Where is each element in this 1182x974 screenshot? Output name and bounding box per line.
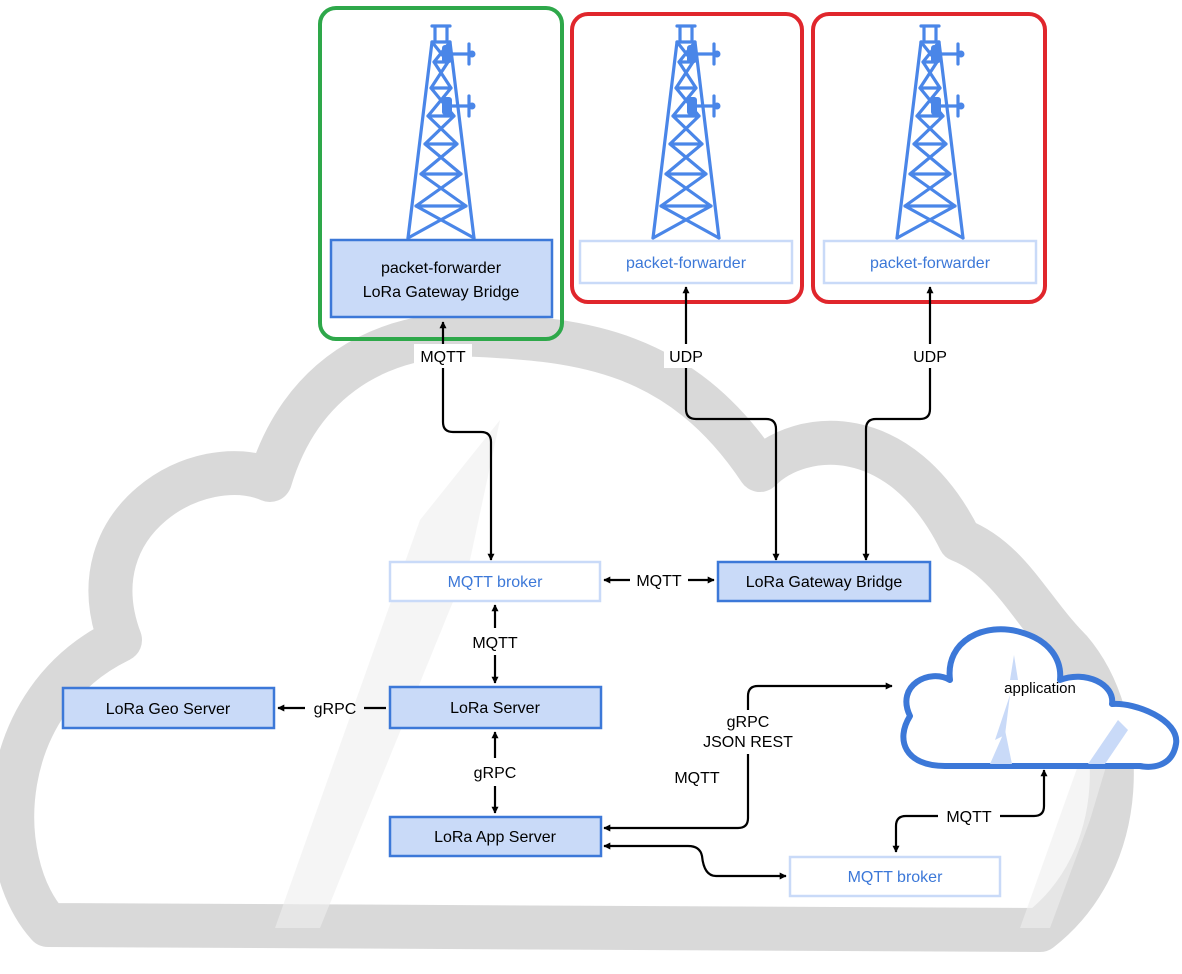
lora-server-box xyxy=(388,685,603,730)
application-label: application xyxy=(1004,680,1076,697)
udp-link-label: UDP xyxy=(669,349,703,366)
app-broker-link-line xyxy=(603,842,787,880)
lora-geo-server-box xyxy=(61,686,276,730)
packet-forwarder-box xyxy=(578,239,794,285)
lora-app-server-box xyxy=(388,815,603,858)
lora-gateway-bridge-box xyxy=(716,560,932,603)
mqtt-broker-box xyxy=(788,855,1002,898)
udp-link-line xyxy=(682,286,780,561)
packet-forwarder-box xyxy=(822,239,1038,285)
gateway-box-line1: packet-forwarder xyxy=(381,260,502,277)
lattice-tower-icon xyxy=(651,24,722,240)
mqtt-link-line xyxy=(439,321,495,561)
app-broker-label: MQTT xyxy=(674,770,720,787)
lora-server-label: LoRa Server xyxy=(450,700,540,717)
api-link-label-1: gRPC xyxy=(727,714,770,731)
mqtt-broker-label: MQTT broker xyxy=(448,574,544,591)
server-geo-label: gRPC xyxy=(314,701,357,718)
lora-app-server-label: LoRa App Server xyxy=(434,829,557,846)
broker-bridge-label: MQTT xyxy=(636,573,682,590)
packet-forwarder-label: packet-forwarder xyxy=(626,255,747,272)
broker-application-label: MQTT xyxy=(946,809,992,826)
mqtt-link-label: MQTT xyxy=(420,349,466,366)
api-link-line xyxy=(603,682,893,832)
broker-server-label: MQTT xyxy=(472,635,518,652)
udp-link-label: UDP xyxy=(913,349,947,366)
lora-gateway-bridge-label: LoRa Gateway Bridge xyxy=(746,574,903,591)
gateway-box-line2: LoRa Gateway Bridge xyxy=(363,284,520,301)
api-link-label-2: JSON REST xyxy=(703,734,793,751)
packet-forwarder-bridge-box xyxy=(329,238,554,319)
application-cloud-icon xyxy=(900,626,1180,770)
lattice-tower-icon xyxy=(406,24,477,240)
mqtt-broker-label: MQTT broker xyxy=(848,869,944,886)
lora-geo-server-label: LoRa Geo Server xyxy=(106,701,231,718)
udp-link-line xyxy=(862,286,934,561)
lattice-tower-icon xyxy=(895,24,966,240)
mqtt-broker-box xyxy=(388,560,602,603)
packet-forwarder-label: packet-forwarder xyxy=(870,255,991,272)
server-app-label: gRPC xyxy=(474,765,517,782)
